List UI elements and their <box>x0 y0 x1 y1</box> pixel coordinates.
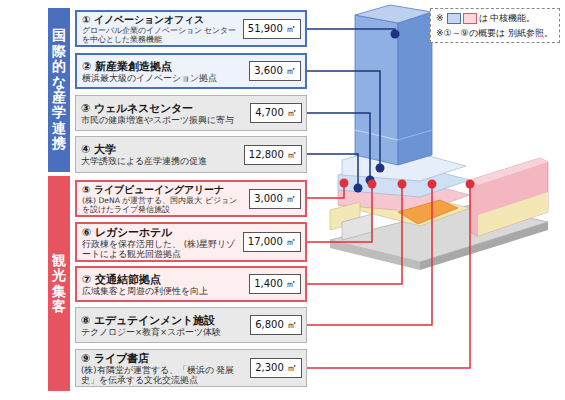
area-box: 2,300 ㎡ <box>250 358 302 378</box>
facility-title: ⑤ ライブビューイングアリーナ <box>82 184 244 196</box>
facility-desc: 横浜最大級のイノベーション拠点 <box>82 73 244 83</box>
facility-text: ① イノベーションオフィスグローバル企業のイノベーション センターを中心とした業… <box>82 14 238 44</box>
area-box: 1,400 ㎡ <box>249 274 301 294</box>
note-text: ※①～⑨の概要は 別紙参照。 <box>436 27 554 39</box>
floor-area: 3,600 ㎡ <box>254 64 296 78</box>
floor-area: 51,900 ㎡ <box>248 22 296 36</box>
area-box: 51,900 ㎡ <box>243 19 301 39</box>
facility-box: ⑧ エデュテインメント施設テクノロジー×教育×スポーツ体験 6,800 ㎡ <box>75 307 307 343</box>
facility-title: ③ ウェルネスセンター <box>81 102 245 115</box>
legend-text: は 中核機能。 <box>479 13 536 23</box>
area-box: 3,600 ㎡ <box>249 61 301 81</box>
floor-area: 17,000 ㎡ <box>248 235 296 249</box>
facility-box: ⑦ 交通結節拠点広域集客と周遊の利便性を向上 1,400 ㎡ <box>75 266 307 302</box>
facility-desc: 広域集客と周遊の利便性を向上 <box>82 286 244 296</box>
facility-box: ⑥ レガシーホテル行政棟を保存活用した、 (株)星野リゾートによる観光回遊拠点 1… <box>75 222 307 262</box>
facility-box: ④ 大学大学誘致による産学連携の促進 12,800 ㎡ <box>75 136 307 173</box>
floor-area: 3,000 ㎡ <box>254 192 296 206</box>
area-box: 3,000 ㎡ <box>249 189 301 209</box>
facility-text: ③ ウェルネスセンター市民の健康増進やスポーツ振興に寄与 <box>81 102 245 125</box>
facility-title: ⑧ エデュテインメント施設 <box>81 314 245 327</box>
legend-swatch <box>447 13 461 24</box>
facility-text: ⑥ レガシーホテル行政棟を保存活用した、 (株)星野リゾートによる観光回遊拠点 <box>82 226 238 259</box>
facility-text: ④ 大学大学誘致による産学連携の促進 <box>81 143 239 166</box>
facility-title: ① イノベーションオフィス <box>82 14 238 26</box>
facility-title: ⑥ レガシーホテル <box>82 226 238 239</box>
legend-line: ※ は 中核機能。 <box>436 12 554 24</box>
floor-area: 12,800 ㎡ <box>249 148 297 162</box>
facility-desc: 行政棟を保存活用した、 (株)星野リゾートによる観光回遊拠点 <box>82 239 238 259</box>
facility-desc: (株)有隣堂が運営する、「横浜の 発展史」を伝承する文化交流拠点 <box>81 365 245 385</box>
facility-desc: 市民の健康増進やスポーツ振興に寄与 <box>81 115 245 125</box>
area-box: 17,000 ㎡ <box>243 232 301 252</box>
facility-text: ⑦ 交通結節拠点広域集客と周遊の利便性を向上 <box>82 273 244 296</box>
legend-swatch-red <box>463 13 477 24</box>
area-box: 4,700 ㎡ <box>250 103 302 123</box>
facility-box: ③ ウェルネスセンター市民の健康増進やスポーツ振興に寄与 4,700 ㎡ <box>75 95 307 131</box>
facility-text: ⑨ ライブ書店(株)有隣堂が運営する、「横浜の 発展史」を伝承する文化交流拠点 <box>81 352 245 385</box>
facility-box: ⑨ ライブ書店(株)有隣堂が運営する、「横浜の 発展史」を伝承する文化交流拠点 2… <box>75 349 307 387</box>
note-mark: ※ <box>436 13 444 23</box>
facility-text: ⑤ ライブビューイングアリーナ(株) DeNA が運営する、国内最大 ビジョンを… <box>82 184 244 214</box>
facility-box: ① イノベーションオフィスグローバル企業のイノベーション センターを中心とした業… <box>75 10 307 47</box>
facility-desc: (株) DeNA が運営する、国内最大 ビジョンを設けたライブ発信施設 <box>82 196 244 214</box>
facility-box: ⑤ ライブビューイングアリーナ(株) DeNA が運営する、国内最大 ビジョンを… <box>75 180 307 217</box>
category-band: 国際的な産学連携 <box>48 8 70 172</box>
floor-area: 6,800 ㎡ <box>255 318 297 332</box>
facility-desc: グローバル企業のイノベーション センターを中心とした業務機能 <box>82 26 238 44</box>
category-band: 観光・集客 <box>48 176 70 391</box>
facility-title: ⑦ 交通結節拠点 <box>82 273 244 286</box>
facility-text: ⑧ エデュテインメント施設テクノロジー×教育×スポーツ体験 <box>81 314 245 337</box>
facility-text: ② 新産業創造拠点横浜最大級のイノベーション拠点 <box>82 60 244 83</box>
legend-box: ※ は 中核機能。 ※①～⑨の概要は 別紙参照。 <box>430 8 560 43</box>
category-label: 観光・集客 <box>52 253 66 315</box>
facility-title: ② 新産業創造拠点 <box>82 60 244 73</box>
area-box: 12,800 ㎡ <box>244 145 302 165</box>
floor-area: 4,700 ㎡ <box>255 106 297 120</box>
facility-title: ⑨ ライブ書店 <box>81 352 245 365</box>
category-label: 国際的な産学連携 <box>52 28 66 151</box>
facility-desc: 大学誘致による産学連携の促進 <box>81 156 239 166</box>
facility-desc: テクノロジー×教育×スポーツ体験 <box>81 327 245 337</box>
facility-title: ④ 大学 <box>81 143 239 156</box>
area-box: 6,800 ㎡ <box>250 315 302 335</box>
facility-box: ② 新産業創造拠点横浜最大級のイノベーション拠点 3,600 ㎡ <box>75 53 307 89</box>
floor-area: 2,300 ㎡ <box>255 361 297 375</box>
floor-area: 1,400 ㎡ <box>254 277 296 291</box>
